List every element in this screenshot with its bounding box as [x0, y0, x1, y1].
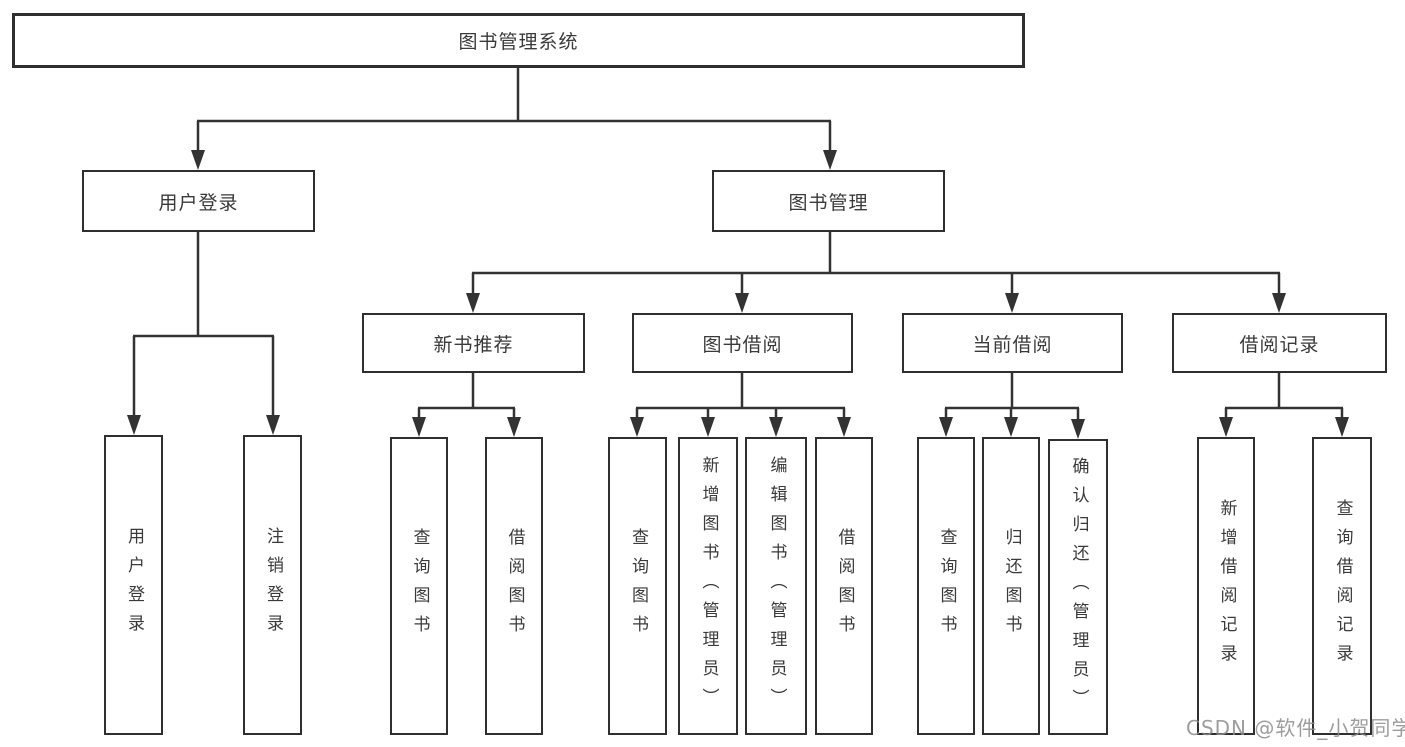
- leaf-label: 新增图书（管理员）: [698, 455, 719, 717]
- node-user-login: 用户登录: [82, 170, 315, 232]
- connector-book-borrow-children: [630, 373, 851, 437]
- node-book-borrow: 图书借阅: [632, 313, 853, 373]
- node-current-borrow: 当前借阅: [902, 313, 1123, 373]
- connector-user-login-children: [127, 232, 280, 435]
- leaf-label: 查询图书: [936, 528, 957, 644]
- leaf-label: 确认归还（管理员）: [1068, 456, 1089, 718]
- leaf-borrow-books-1: 借阅图书: [485, 437, 543, 735]
- leaf-add-books-admin: 新增图书（管理员）: [678, 437, 738, 735]
- node-new-book-recommend: 新书推荐: [362, 313, 585, 373]
- leaf-label: 新增借阅记录: [1216, 499, 1237, 673]
- connector-root-to-level2: [191, 68, 837, 170]
- leaf-borrow-books-2: 借阅图书: [815, 437, 873, 735]
- leaf-query-borrow-record: 查询借阅记录: [1312, 437, 1372, 735]
- connector-current-borrow-children: [939, 373, 1085, 439]
- leaf-label: 借阅图书: [834, 528, 855, 644]
- leaf-label: 借阅图书: [504, 528, 525, 644]
- connector-book-management-children: [466, 232, 1286, 313]
- node-library-management-system: 图书管理系统: [12, 13, 1025, 68]
- leaf-add-borrow-record: 新增借阅记录: [1197, 437, 1255, 735]
- node-borrow-records: 借阅记录: [1172, 313, 1387, 373]
- leaf-return-books: 归还图书: [982, 437, 1040, 735]
- leaf-label: 查询借阅记录: [1332, 499, 1353, 673]
- leaf-user-login: 用户登录: [104, 435, 163, 735]
- leaf-label: 用户登录: [124, 527, 144, 643]
- leaf-label: 归还图书: [1001, 528, 1022, 644]
- leaf-label: 查询图书: [628, 528, 648, 644]
- leaf-label: 查询图书: [409, 528, 430, 644]
- leaf-logout: 注销登录: [243, 435, 302, 735]
- csdn-watermark: CSDN @软件_小贺同学: [1186, 716, 1405, 740]
- leaf-query-books-1: 查询图书: [390, 437, 448, 735]
- leaf-confirm-return-admin: 确认归还（管理员）: [1048, 439, 1108, 735]
- connector-new-book-recommend-children: [412, 373, 521, 437]
- node-book-management: 图书管理: [712, 170, 945, 232]
- leaf-query-books-2: 查询图书: [608, 437, 667, 735]
- connector-borrow-records-children: [1219, 373, 1349, 437]
- leaf-label: 编辑图书（管理员）: [766, 455, 787, 717]
- leaf-query-books-3: 查询图书: [917, 437, 975, 735]
- leaf-edit-books-admin: 编辑图书（管理员）: [745, 437, 807, 735]
- leaf-label: 注销登录: [263, 527, 283, 643]
